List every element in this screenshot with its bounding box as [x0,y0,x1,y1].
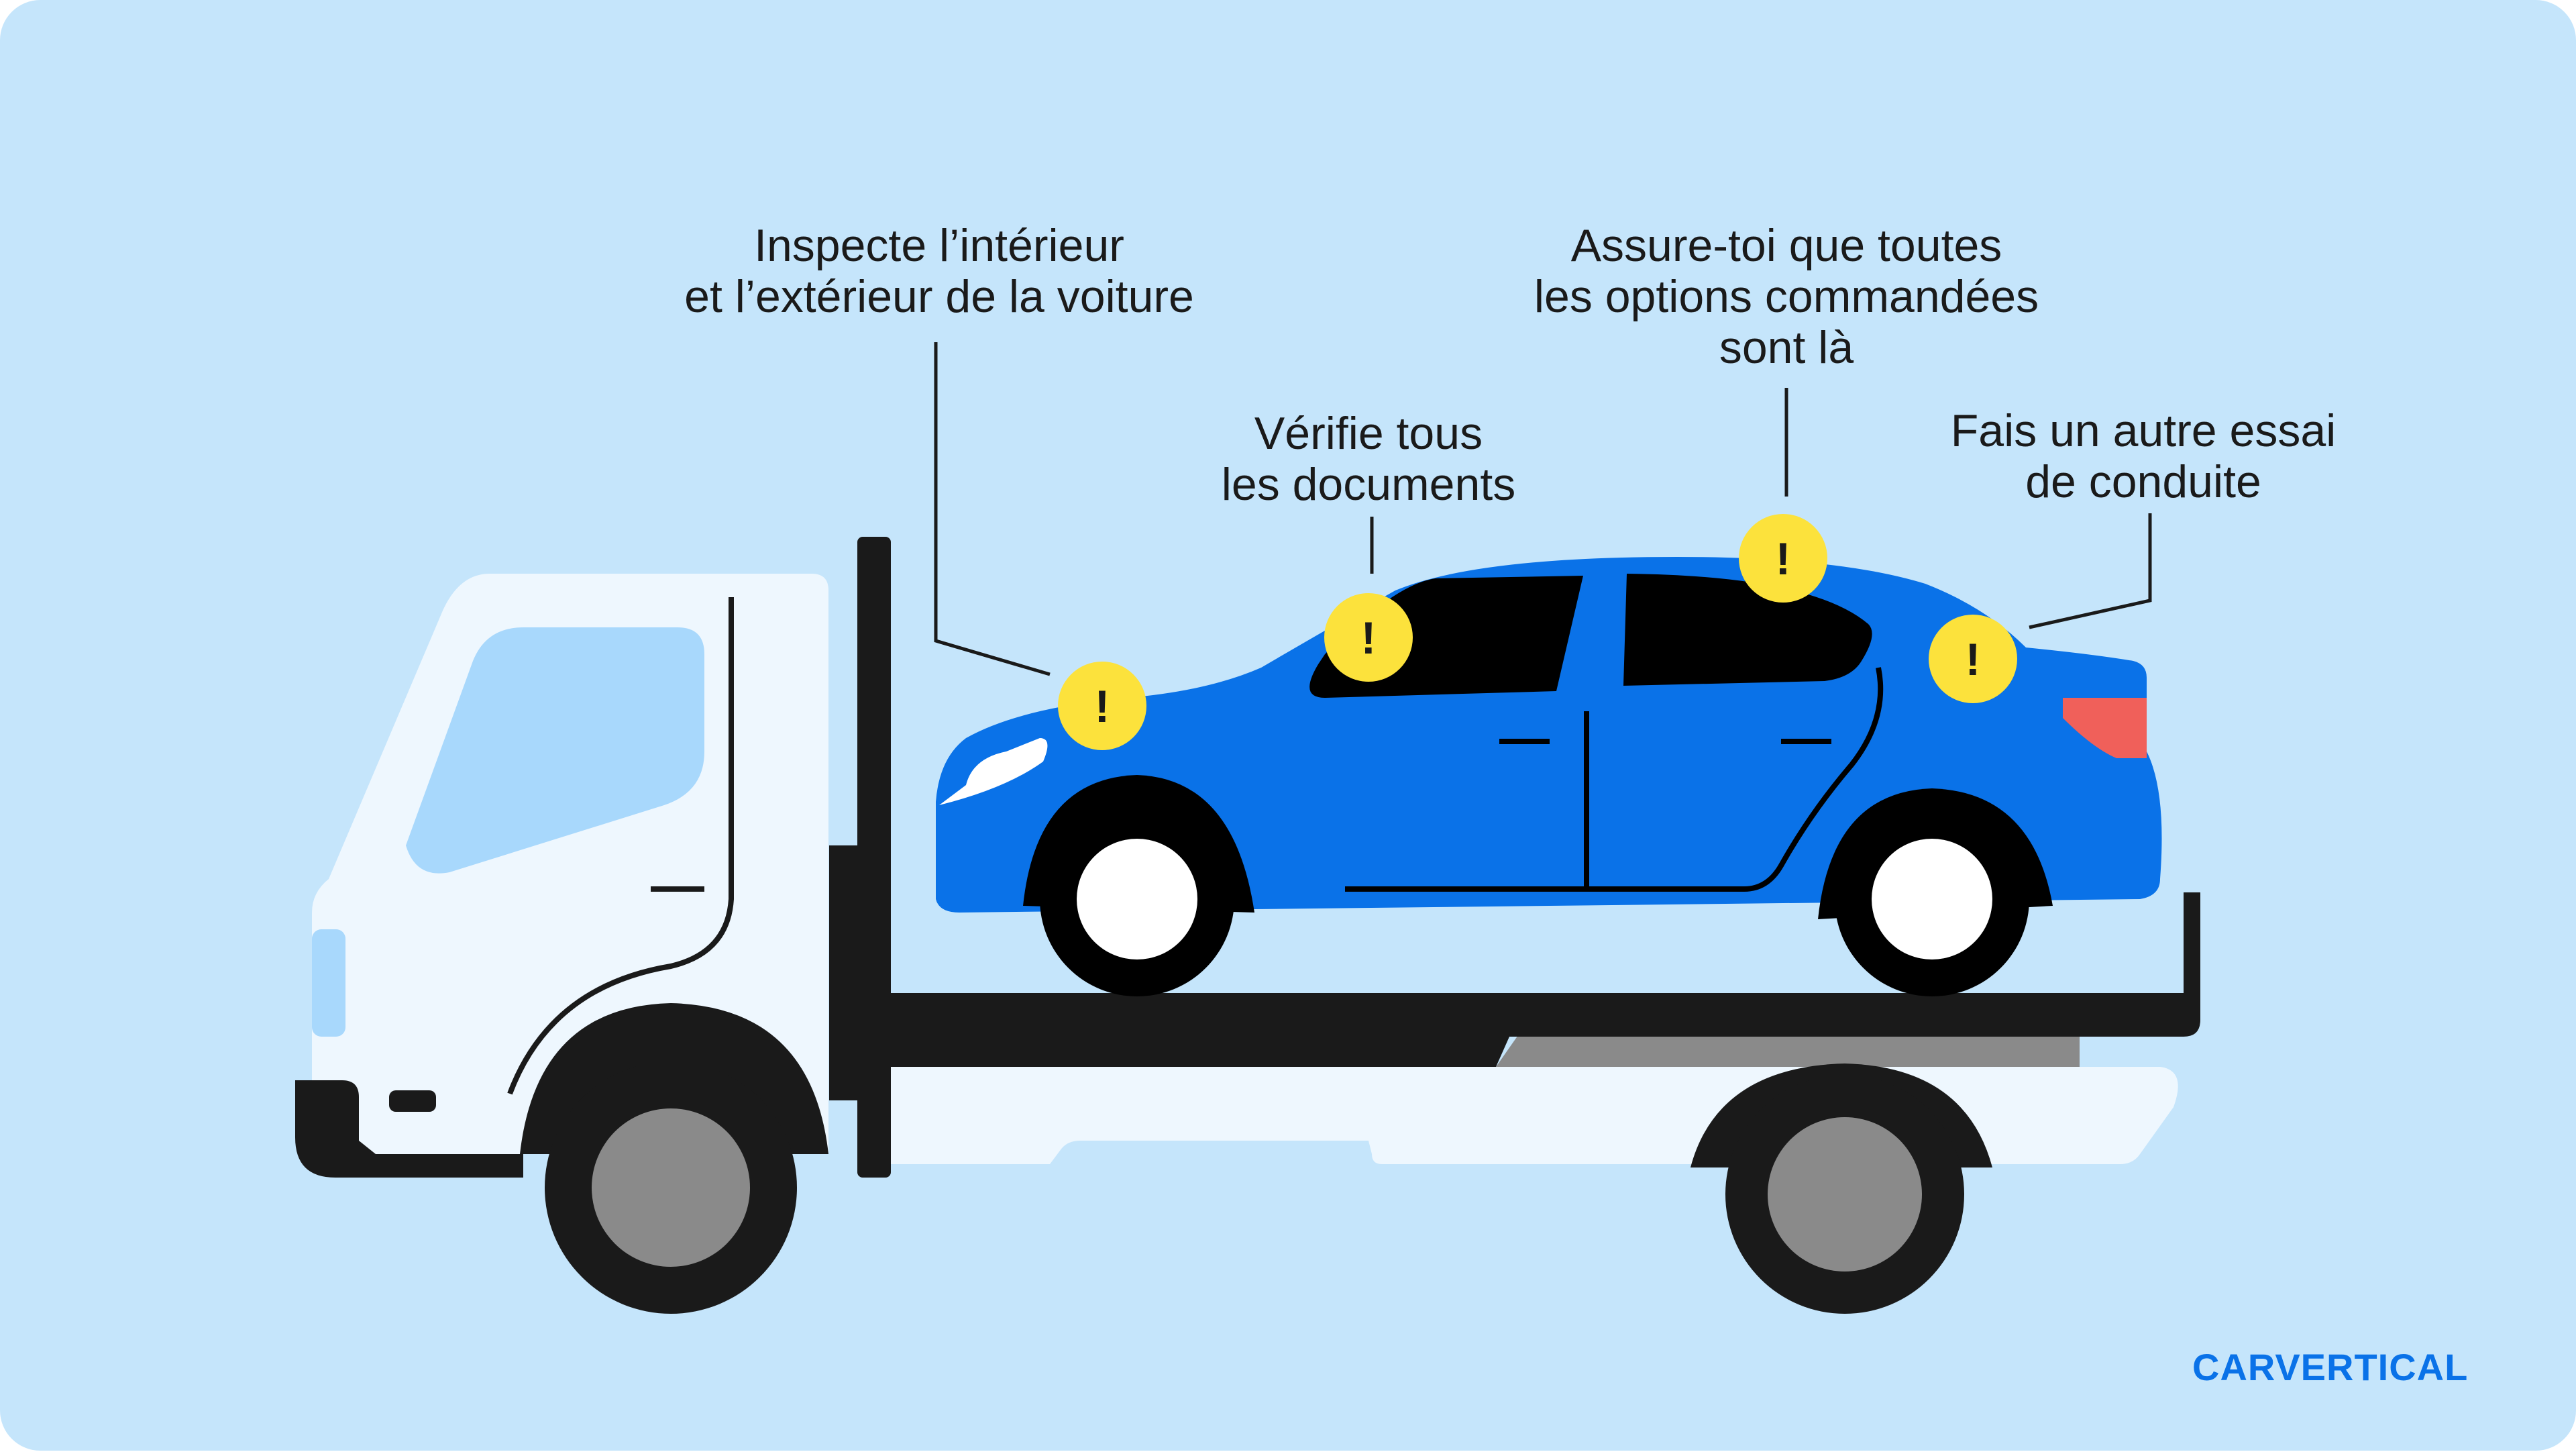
warning-marker-test-drive: ! [1929,615,2017,703]
headboard-post [857,537,891,1178]
cab-fog-light [389,1090,436,1112]
truck-front-hub [592,1108,750,1267]
truck-rear-hub [1768,1117,1922,1271]
marker-glyph-interior: ! [1095,681,1110,732]
annotation-test-drive-line-1: Fais un autre essai [1950,405,2337,456]
annotation-interior-line-1: Inspecte l’intérieur [754,220,1124,271]
marker-glyph-test-drive: ! [1966,634,1981,685]
warning-marker-interior: ! [1058,662,1146,750]
marker-circle-documents [1324,593,1413,682]
cab-window [406,627,704,874]
car-tail-light [2063,698,2147,758]
annotation-options: Assure-toi que toutes les options comman… [1451,220,2122,373]
cab-bumper [295,1080,523,1178]
marker-glyph-options: ! [1776,533,1791,584]
cab-connector [829,845,863,1100]
warning-marker-documents: ! [1324,593,1413,682]
warning-markers: ! ! ! ! [1058,514,2017,750]
flatbed-deck [872,892,2200,1067]
annotation-interior-line-2: et l’extérieur de la voiture [684,271,1194,322]
annotation-options-line-3: sont là [1719,322,1854,373]
car-front-window [1623,574,1872,686]
truck-underbed [1496,1033,2080,1067]
leader-interior [934,342,1051,676]
marker-circle-interior [1058,662,1146,750]
annotation-documents-line-2: les documents [1221,459,1516,510]
brand-wordmark: CARVERTICAL [2192,1346,2469,1388]
car-headlight [939,738,1048,805]
annotation-test-drive-line-2: de conduite [2025,456,2261,507]
car-front-rim [1077,839,1197,959]
car [936,557,2162,996]
cab-door-line [507,597,734,1095]
leader-test-drive [2029,513,2152,629]
car-rear-rim [1872,839,1992,959]
callout-lines [934,342,2152,676]
tow-truck [295,537,2200,1314]
cab-side-light [312,929,345,1037]
annotation-options-line-1: Assure-toi que toutes [1570,220,2002,271]
annotation-documents: Vérifie tous les documents [1167,408,1570,510]
marker-circle-options [1739,514,1827,603]
annotation-interior-exterior: Inspecte l’intérieur et l’extérieur de l… [604,220,1275,322]
warning-marker-options: ! [1739,514,1827,603]
marker-glyph-documents: ! [1361,613,1377,664]
car-door-line [1345,667,1884,892]
marker-circle-test-drive [1929,615,2017,703]
annotation-documents-line-1: Vérifie tous [1254,408,1483,459]
annotation-options-line-2: les options commandées [1534,271,2039,322]
annotation-test-drive: Fais un autre essai de conduite [1875,405,2412,507]
